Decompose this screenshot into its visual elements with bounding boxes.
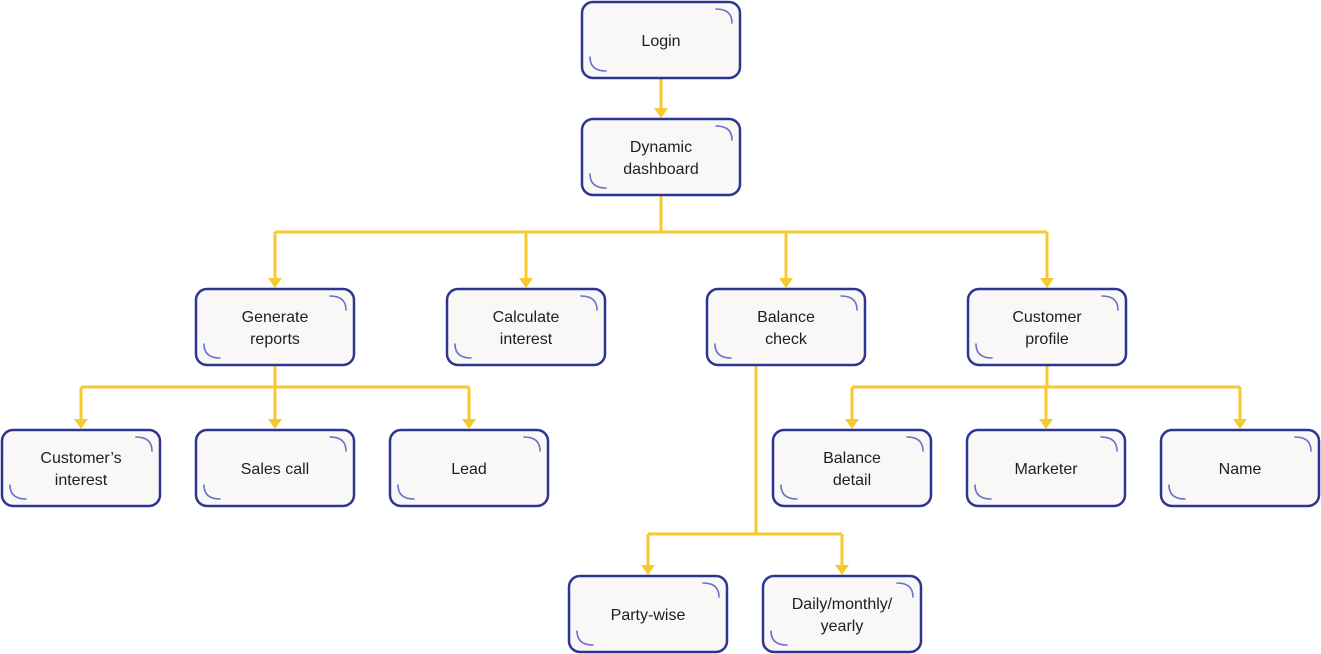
corner-accent — [1101, 295, 1119, 311]
node-label: Dynamic — [630, 139, 692, 156]
corner-accent — [702, 582, 720, 598]
arrow-head — [779, 278, 793, 288]
arrow-head — [1233, 419, 1247, 429]
node-dashboard: Dynamic dashboard — [580, 117, 742, 197]
node-label: Lead — [451, 461, 487, 478]
arrow-head — [1039, 419, 1053, 429]
arrow-head — [74, 419, 88, 429]
corner-accent — [1100, 436, 1118, 452]
node-login: Login — [580, 0, 742, 80]
node-customers-interest: Customer’s interest — [0, 428, 162, 508]
node-box — [705, 287, 867, 367]
corner-accent — [896, 582, 914, 598]
node-box — [0, 428, 162, 508]
node-box — [761, 574, 923, 654]
node-label: yearly — [821, 618, 864, 635]
node-box — [567, 574, 729, 654]
node-label: Daily/monthly/ — [792, 596, 893, 613]
node-customer-profile: Customer profile — [966, 287, 1128, 367]
corner-accent — [135, 436, 153, 452]
corner-accent — [203, 343, 221, 359]
node-lead: Lead — [388, 428, 550, 508]
node-label: Calculate — [493, 309, 560, 326]
node-box — [194, 287, 356, 367]
corner-accent — [580, 295, 598, 311]
arrow-head — [519, 278, 533, 288]
corner-accent — [329, 295, 347, 311]
node-label: Balance — [823, 450, 881, 467]
corner-accent — [1168, 484, 1186, 500]
node-box — [388, 428, 550, 508]
corner-accent — [840, 295, 858, 311]
node-box — [966, 287, 1128, 367]
node-box — [771, 428, 933, 508]
arrow-head — [641, 565, 655, 575]
arrow-head — [845, 419, 859, 429]
corner-accent — [589, 56, 607, 72]
node-label: Party-wise — [611, 607, 686, 624]
node-label: Marketer — [1014, 461, 1078, 478]
corner-accent — [1294, 436, 1312, 452]
corner-accent — [576, 630, 594, 646]
corner-accent — [715, 125, 733, 141]
corner-accent — [780, 484, 798, 500]
node-box — [194, 428, 356, 508]
arrow-head — [462, 419, 476, 429]
node-label: Sales call — [241, 461, 309, 478]
corner-accent — [974, 484, 992, 500]
corner-accent — [523, 436, 541, 452]
node-label: detail — [833, 472, 871, 489]
corner-accent — [203, 484, 221, 500]
node-party-wise: Party-wise — [567, 574, 729, 654]
node-label: interest — [500, 331, 553, 348]
corner-accent — [589, 173, 607, 189]
node-label: check — [765, 331, 808, 348]
arrow-head — [654, 108, 668, 118]
corner-accent — [329, 436, 347, 452]
node-label: reports — [250, 331, 300, 348]
arrow-head — [835, 565, 849, 575]
node-name: Name — [1159, 428, 1321, 508]
corner-accent — [906, 436, 924, 452]
node-label: Generate — [242, 309, 309, 326]
arrow-head — [268, 278, 282, 288]
corner-accent — [770, 630, 788, 646]
node-generate-reports: Generate reports — [194, 287, 356, 367]
node-period: Daily/monthly/yearly — [761, 574, 923, 654]
corner-accent — [715, 8, 733, 24]
corner-accent — [714, 343, 732, 359]
node-balance-detail: Balance detail — [771, 428, 933, 508]
node-label: Name — [1219, 461, 1262, 478]
node-calculate-interest: Calculate interest — [445, 287, 607, 367]
node-box — [580, 0, 742, 80]
node-label: Login — [641, 33, 680, 50]
arrow-head — [1040, 278, 1054, 288]
node-box — [445, 287, 607, 367]
node-box — [580, 117, 742, 197]
arrow-head — [268, 419, 282, 429]
node-balance-check: Balance check — [705, 287, 867, 367]
node-box — [1159, 428, 1321, 508]
corner-accent — [397, 484, 415, 500]
node-sales-call: Sales call — [194, 428, 356, 508]
node-label: interest — [55, 472, 108, 489]
node-label: profile — [1025, 331, 1069, 348]
node-box — [965, 428, 1127, 508]
node-label: Balance — [757, 309, 815, 326]
corner-accent — [975, 343, 993, 359]
node-label: Customer — [1012, 309, 1082, 326]
node-label: Customer’s — [40, 450, 121, 467]
corner-accent — [9, 484, 27, 500]
node-label: dashboard — [623, 161, 699, 178]
connectors — [74, 78, 1247, 575]
node-marketer: Marketer — [965, 428, 1127, 508]
corner-accent — [454, 343, 472, 359]
